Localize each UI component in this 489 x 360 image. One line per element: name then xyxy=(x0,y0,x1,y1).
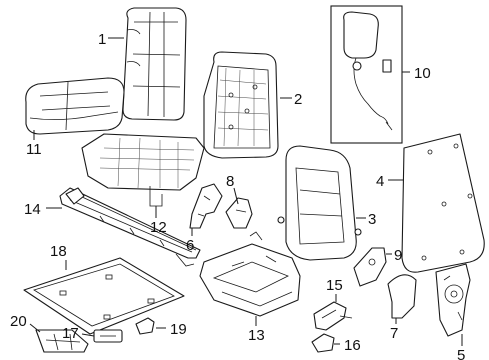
side-bracket-right xyxy=(225,197,253,229)
callout-16: 16 xyxy=(344,337,361,354)
hinge-cover xyxy=(353,247,387,287)
seat-switch xyxy=(93,329,123,343)
headrest-cable-box xyxy=(330,5,403,144)
callout-7: 7 xyxy=(390,325,398,342)
callout-numbers: 1 2 3 4 5 6 7 8 9 10 11 12 13 14 15 16 1… xyxy=(10,31,465,360)
callout-2: 2 xyxy=(294,91,302,108)
callout-15: 15 xyxy=(326,277,343,294)
callout-3: 3 xyxy=(368,211,376,228)
seat-back-frame-open xyxy=(277,145,362,261)
callout-9: 9 xyxy=(394,247,402,264)
callout-12: 12 xyxy=(150,219,167,236)
callout-11: 11 xyxy=(26,141,42,158)
callout-19: 19 xyxy=(170,321,187,338)
clip xyxy=(311,333,335,353)
callout-18: 18 xyxy=(50,243,67,260)
mounting-bracket xyxy=(35,329,89,353)
callout-13: 13 xyxy=(248,327,265,344)
callout-8: 8 xyxy=(226,173,234,190)
callout-17: 17 xyxy=(62,325,79,342)
seat-track xyxy=(59,187,201,267)
callout-20: 20 xyxy=(10,313,27,330)
callout-10: 10 xyxy=(414,65,431,82)
callout-5: 5 xyxy=(457,347,465,360)
callout-1: 1 xyxy=(98,31,106,48)
recliner-mechanism xyxy=(435,263,471,337)
trim-cover xyxy=(387,274,417,319)
seat-cushion-cover xyxy=(25,77,125,135)
seat-cushion-frame xyxy=(81,133,205,207)
callout-4: 4 xyxy=(376,173,384,190)
wire-clip xyxy=(135,317,155,335)
seat-back-frame xyxy=(203,51,279,159)
seat-back-panel xyxy=(401,133,485,273)
seat-back-cover xyxy=(122,7,187,121)
callout-6: 6 xyxy=(186,237,194,254)
floor-panel xyxy=(23,257,185,335)
side-bracket-left xyxy=(189,183,223,229)
leader-lines xyxy=(29,37,463,346)
callout-14: 14 xyxy=(24,201,41,218)
seat-base xyxy=(199,231,301,317)
seat-latch xyxy=(313,301,353,331)
